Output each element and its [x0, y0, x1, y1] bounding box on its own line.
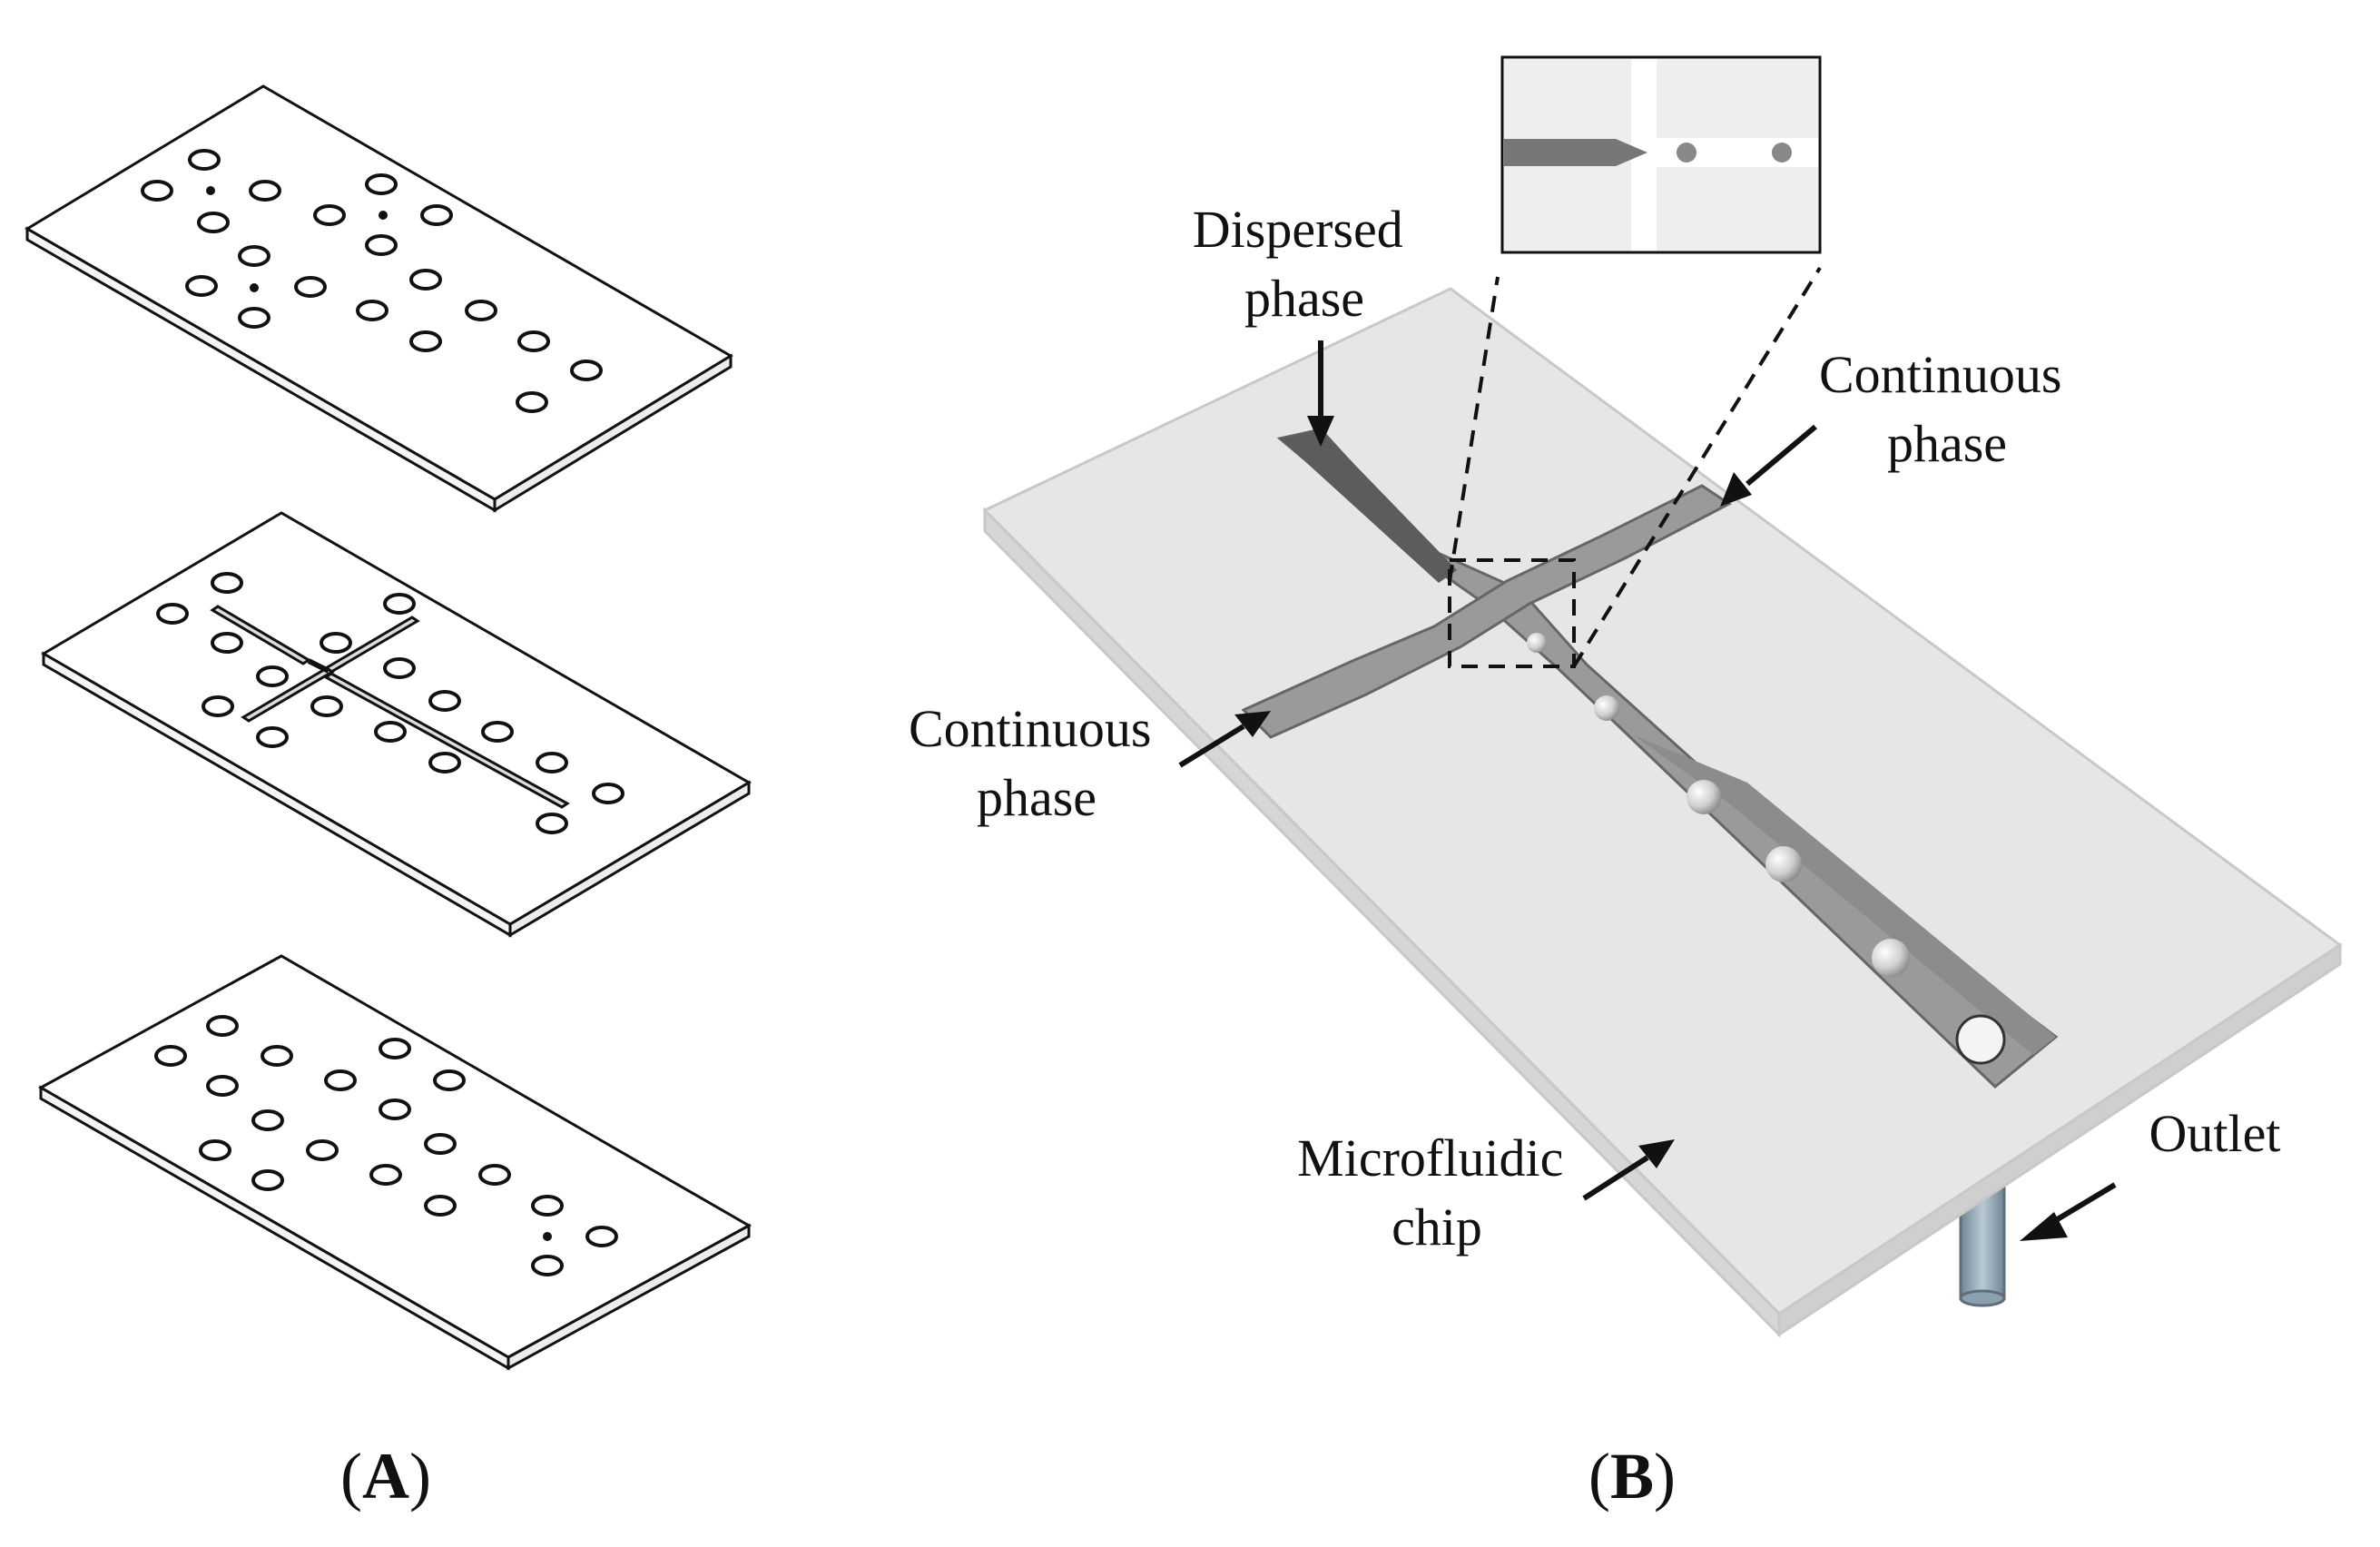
dispersed-channel	[1280, 429, 1457, 583]
bottom-plate-holes	[154, 1015, 618, 1276]
panel-b-label: (B)	[1588, 1440, 1676, 1513]
dispersed-arrow	[1307, 340, 1334, 447]
top-plate-holes	[141, 149, 603, 413]
chip-top	[982, 287, 2343, 1315]
zoom-indicator	[1448, 266, 1822, 668]
zoom-line-right	[1572, 266, 1822, 668]
droplets	[1527, 633, 2006, 1065]
dispersed-phase-label: Dispersed phase	[1193, 200, 1416, 328]
channels	[1241, 428, 2059, 1089]
outlet-label: Outlet	[2149, 1104, 2281, 1163]
top-plate-side-edge	[493, 353, 733, 513]
droplet	[1872, 939, 1910, 977]
middle-plate-channels	[210, 605, 570, 809]
panel-a: (A)	[25, 84, 752, 1513]
continuous-left-arrow	[1178, 711, 1271, 768]
inset-droplet	[1677, 143, 1696, 163]
droplet	[1765, 846, 1802, 882]
zoom-line-left	[1448, 276, 1500, 582]
channel-wall	[1634, 735, 2056, 1055]
continuous-right-arrow	[1720, 424, 1817, 507]
microfluidic-chip-label: Microfluidic chip	[1297, 1128, 1577, 1256]
inset-droplet	[1772, 143, 1792, 163]
top-plate-inlets	[206, 186, 388, 292]
arrows	[1178, 340, 2117, 1241]
droplet	[1955, 1014, 2006, 1065]
middle-plate-side-edge	[508, 780, 751, 938]
microfluidic-chip	[982, 287, 2343, 1338]
chip-arrow	[1582, 1139, 1675, 1201]
droplet	[1527, 633, 1547, 653]
chip-side-edge	[1777, 942, 2342, 1337]
droplet	[1594, 695, 1619, 721]
panel-a-label: (A)	[340, 1440, 431, 1513]
bottom-plate	[37, 954, 752, 1371]
middle-plate-holes	[156, 572, 625, 834]
junction	[307, 658, 330, 674]
cross-channel	[1241, 484, 1732, 739]
top-plate	[25, 84, 733, 513]
bottom-plate-side-edge	[506, 1223, 751, 1371]
outlet-hole	[543, 1232, 552, 1241]
zoom-box	[1448, 558, 1576, 668]
middle-plate	[41, 511, 752, 938]
panel-b: Dispersed phase Continuous phase Continu…	[909, 55, 2343, 1513]
inset-dispersed-stream	[1504, 139, 1647, 166]
continuous-phase-right-label: Continuous phase	[1819, 345, 2075, 473]
droplet	[1687, 780, 1721, 814]
continuous-phase-left-label: Continuous phase	[909, 699, 1165, 827]
outlet-arrow	[2020, 1182, 2117, 1241]
inset	[1500, 55, 1822, 254]
